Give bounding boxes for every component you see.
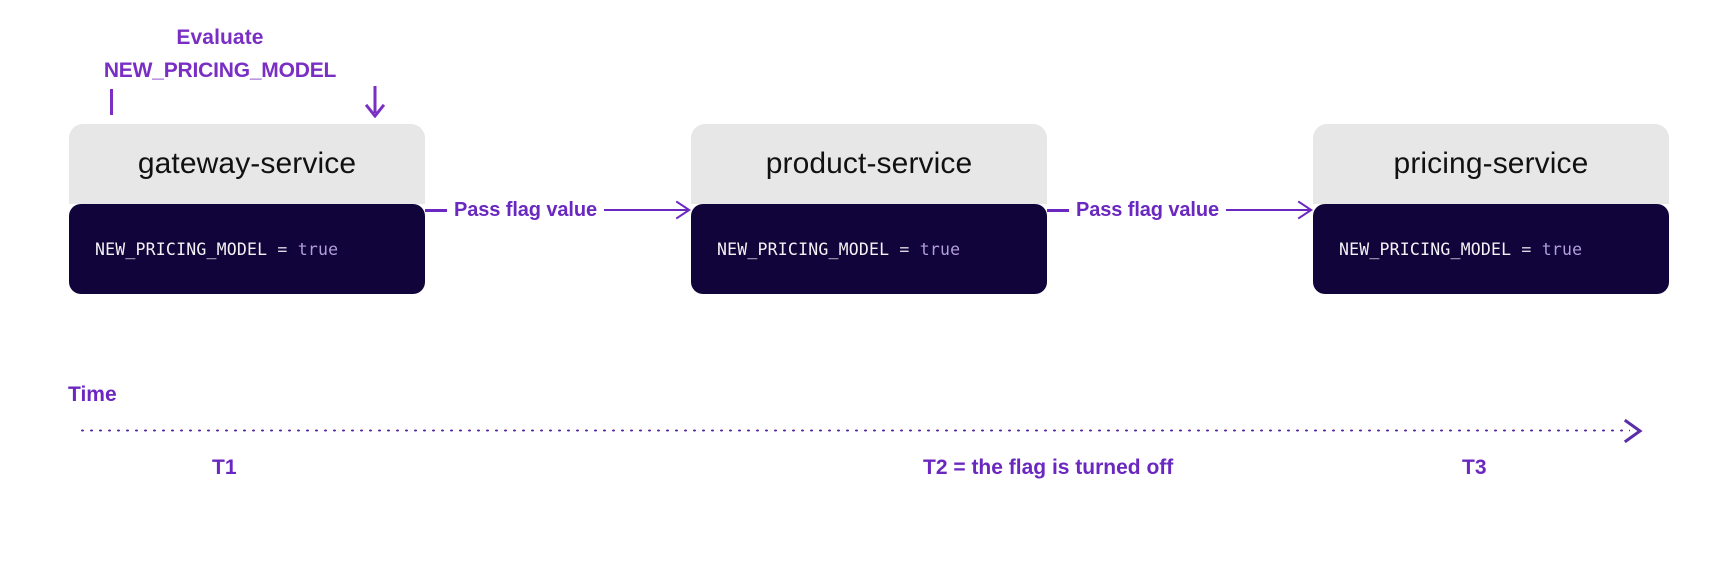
service-flag-code-block: NEW_PRICING_MODEL = true (69, 204, 425, 294)
connector-arrow-icon (604, 199, 691, 221)
flag-key: NEW_PRICING_MODEL (717, 239, 890, 259)
flag-operator: = (267, 239, 298, 259)
evaluate-annotation: Evaluate NEW_PRICING_MODEL (60, 22, 380, 87)
flag-key: NEW_PRICING_MODEL (1339, 239, 1512, 259)
connector-arrow-icon (1226, 199, 1313, 221)
timeline-mark-t2: T2 = the flag is turned off (923, 456, 1174, 479)
service-flag-code-block: NEW_PRICING_MODEL = true (691, 204, 1047, 294)
service-title: gateway-service (69, 124, 425, 204)
annotation-line-1: Evaluate (176, 26, 264, 49)
timeline-mark-t1: T1 (212, 456, 237, 479)
annotation-down-arrow-icon (363, 86, 387, 119)
connector-gateway-to-product: Pass flag value (425, 190, 691, 230)
connector-stub (1047, 208, 1069, 212)
service-title: pricing-service (1313, 124, 1669, 204)
service-card-product-service: product-service NEW_PRICING_MODEL = true (691, 124, 1047, 294)
timeline-arrow-icon (1620, 416, 1648, 446)
annotation-tick-mark (110, 89, 113, 115)
flag-value: true (1541, 239, 1583, 259)
annotation-line-2: NEW_PRICING_MODEL (103, 58, 337, 82)
service-flag-code-block: NEW_PRICING_MODEL = true (1313, 204, 1669, 294)
timeline-dotted-axis (78, 428, 1630, 433)
connector-stub (425, 208, 447, 212)
timeline-mark-t3: T3 (1462, 456, 1487, 479)
service-title: product-service (691, 124, 1047, 204)
flag-value: true (297, 239, 339, 259)
service-card-gateway-service: gateway-service NEW_PRICING_MODEL = true (69, 124, 425, 294)
flag-key: NEW_PRICING_MODEL (95, 239, 268, 259)
connector-product-to-pricing: Pass flag value (1047, 190, 1313, 230)
flag-value: true (919, 239, 961, 259)
flag-operator: = (1511, 239, 1542, 259)
connector-label: Pass flag value (454, 198, 598, 221)
service-card-pricing-service: pricing-service NEW_PRICING_MODEL = true (1313, 124, 1669, 294)
flag-operator: = (889, 239, 920, 259)
connector-label: Pass flag value (1076, 198, 1220, 221)
timeline-label: Time (68, 383, 117, 406)
